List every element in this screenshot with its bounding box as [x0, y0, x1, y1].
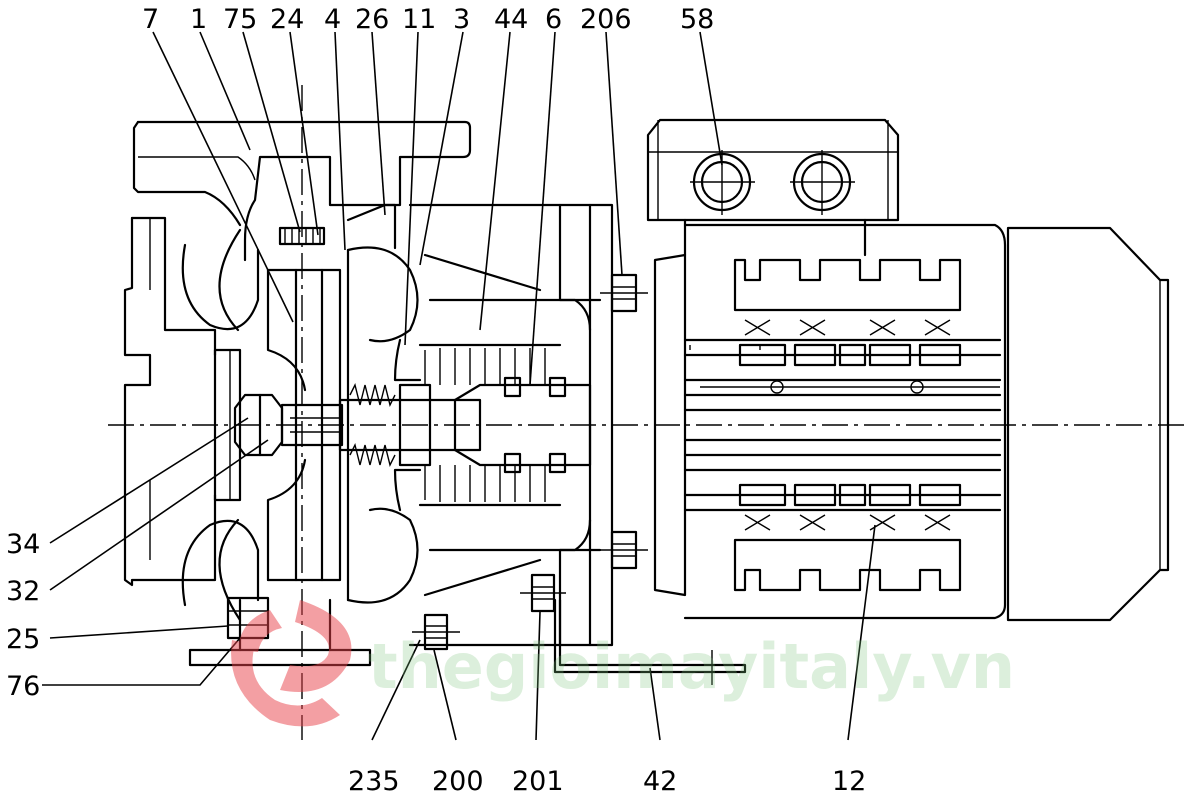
label-58: 58	[680, 4, 714, 35]
watermark: thegioimayitaly.vn	[231, 600, 1015, 727]
seal-housing	[338, 203, 482, 604]
bolt-206-top	[600, 273, 648, 313]
pump-casing	[123, 120, 472, 667]
top-labels: 7 1 75 24 4 26 11 3 44 6 206 58	[142, 4, 714, 35]
wear-ring-top	[278, 226, 326, 246]
label-201: 201	[512, 766, 564, 797]
label-24: 24	[270, 4, 304, 35]
bottom-labels: 235 200 201 42 12	[348, 766, 866, 797]
label-76: 76	[6, 671, 40, 702]
motor-bracket	[408, 203, 614, 647]
label-32: 32	[6, 576, 40, 607]
support-foot	[553, 598, 747, 685]
motor	[653, 223, 1170, 622]
bolt-200	[412, 613, 460, 651]
red-swirl-logo	[231, 600, 352, 727]
label-44: 44	[494, 4, 528, 35]
label-235: 235	[348, 766, 400, 797]
label-1: 1	[190, 4, 207, 35]
label-12: 12	[832, 766, 866, 797]
label-25: 25	[6, 624, 40, 655]
leader-lines	[42, 31, 876, 741]
label-42: 42	[643, 766, 677, 797]
label-11: 11	[402, 4, 436, 35]
label-26: 26	[355, 4, 389, 35]
label-6: 6	[545, 4, 562, 35]
bolt-206-bottom	[600, 530, 648, 570]
label-7: 7	[142, 4, 159, 35]
label-75: 75	[223, 4, 257, 35]
label-4: 4	[324, 4, 341, 35]
left-labels: 34 32 25 76	[6, 529, 40, 702]
label-206: 206	[580, 4, 632, 35]
label-34: 34	[6, 529, 40, 560]
terminal-box	[646, 118, 900, 257]
label-3: 3	[453, 4, 470, 35]
label-200: 200	[432, 766, 484, 797]
watermark-text: thegioimayitaly.vn	[368, 630, 1015, 703]
bolt-201	[520, 573, 566, 613]
